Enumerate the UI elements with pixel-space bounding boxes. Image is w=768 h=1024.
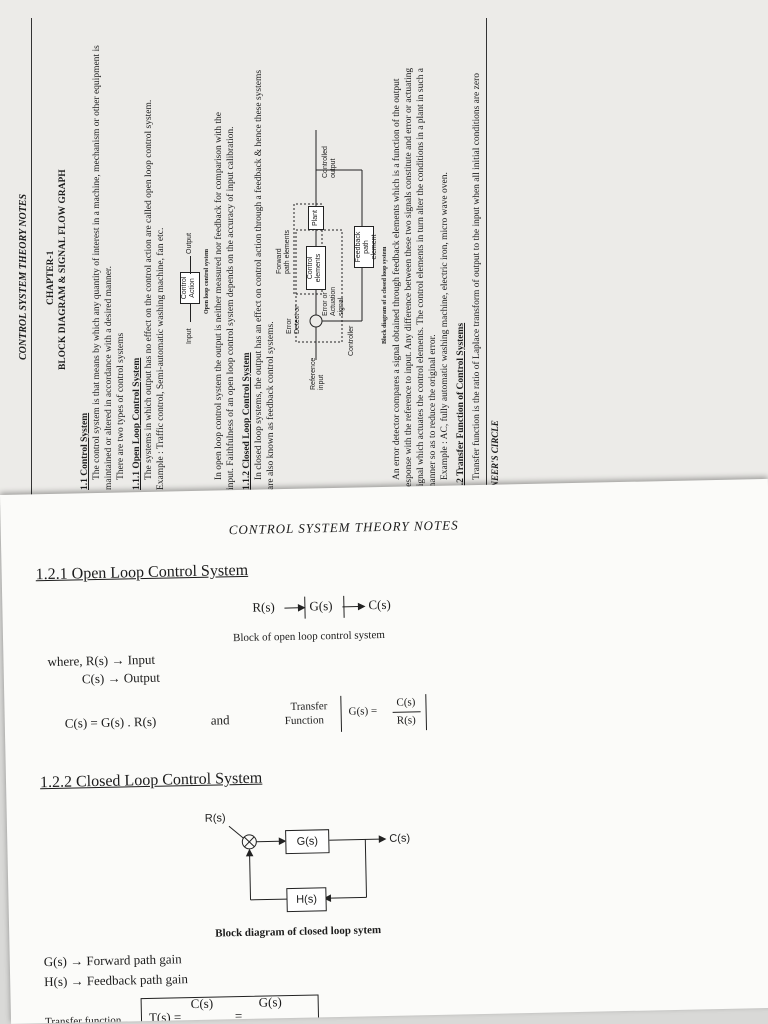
cl-controller-label: Controller	[348, 325, 355, 356]
tf2-equals: =	[234, 1008, 243, 1024]
gain-forward: G(s) → Forward path gain	[43, 951, 182, 970]
top-page: CONTROL SYSTEM THEORY NOTES CHAPTER-1 BL…	[0, 0, 768, 505]
cl-forward-path-label: Forward path elements	[276, 230, 292, 274]
cl-actuation-line-2: Actuation	[330, 286, 337, 316]
cl-rs-label: R(s)	[204, 812, 226, 825]
footer-rule	[486, 18, 487, 505]
s12-line-1: Transfer function is the ratio of Laplac…	[472, 73, 482, 480]
bottom-open-loop-diagram: R(s) G(s) C(s)	[0, 479, 768, 619]
cl-feedback-box: Feedback path element	[354, 226, 378, 268]
cl-actuation-label: Error or Actuation signal	[322, 287, 346, 316]
s112-line-5: signal which actuates the control elemen…	[416, 68, 426, 490]
cl-control-line-1: Control	[307, 256, 314, 280]
cl-lines	[228, 825, 387, 902]
cl-controlled-line-2: output	[330, 158, 337, 178]
cl-actuation-line-1: Error or	[322, 292, 329, 316]
cl-cs-label: C(s)	[389, 832, 411, 845]
tf2-prefix: Transfer function	[44, 1014, 122, 1024]
cl-forward-line-2: path elements	[284, 230, 291, 274]
tf2-num1: C(s)	[190, 995, 214, 1012]
closed-loop-diagram: Reference input Error Detect or Error or…	[10, 18, 758, 505]
rotated-page-content: CONTROL SYSTEM THEORY NOTES CHAPTER-1 BL…	[10, 18, 758, 505]
bottom-page: CONTROL SYSTEM THEORY NOTES 1.2.1 Open L…	[0, 478, 768, 1024]
cl-gs-box: G(s)	[285, 829, 330, 855]
cl-reference-line-1: Reference	[310, 357, 317, 390]
s112-line-4: response with the reference to input. An…	[404, 67, 414, 490]
tf2-num2: G(s)	[258, 994, 282, 1010]
closed-loop-lines	[293, 130, 363, 360]
cl-reference-label: Reference input	[310, 358, 326, 390]
cl-feedback-line-2: path element	[363, 234, 378, 260]
cl-controlled-line-1: Controlled	[322, 146, 329, 178]
cl-forward-line-1: Forward	[276, 248, 283, 274]
s112-line-3: An error detector compares a signal obta…	[392, 78, 402, 480]
cl-error-detector-line-1: Error	[286, 318, 293, 334]
bottom-closed-loop-diagram: R(s) G(s) C(s) H(s)	[0, 479, 768, 913]
s112-example: Example : AC, fully automatic washing ma…	[440, 172, 450, 480]
cl-control-elements-box: Control elements	[306, 246, 326, 290]
tf2-lhs: T(s) =	[148, 1009, 182, 1024]
cl-hs-box: H(s)	[286, 887, 327, 913]
cl-caption: Block diagram of a closed loop system	[382, 246, 388, 344]
cl-plant-box: Plant	[308, 206, 324, 230]
cl-error-detector-line-2: Detect or	[294, 305, 301, 334]
cl-feedback-line-1: Feedback	[355, 231, 362, 263]
cl-actuation-line-3: signal	[338, 297, 345, 316]
gain-feedback: H(s) → Feedback path gain	[44, 971, 189, 990]
cl-error-detector-label: Error Detect or	[286, 306, 302, 334]
cl-reference-line-2: input	[318, 374, 325, 390]
cl-control-line-2: elements	[315, 253, 322, 283]
ol-lines	[284, 602, 366, 612]
section-1-2-title: 1.2 Transfer Function of Control Systems	[456, 322, 466, 490]
s112-line-6: manner so as to reduce the original erro…	[428, 334, 438, 490]
cl-controlled-output-label: Controlled output	[322, 146, 338, 178]
